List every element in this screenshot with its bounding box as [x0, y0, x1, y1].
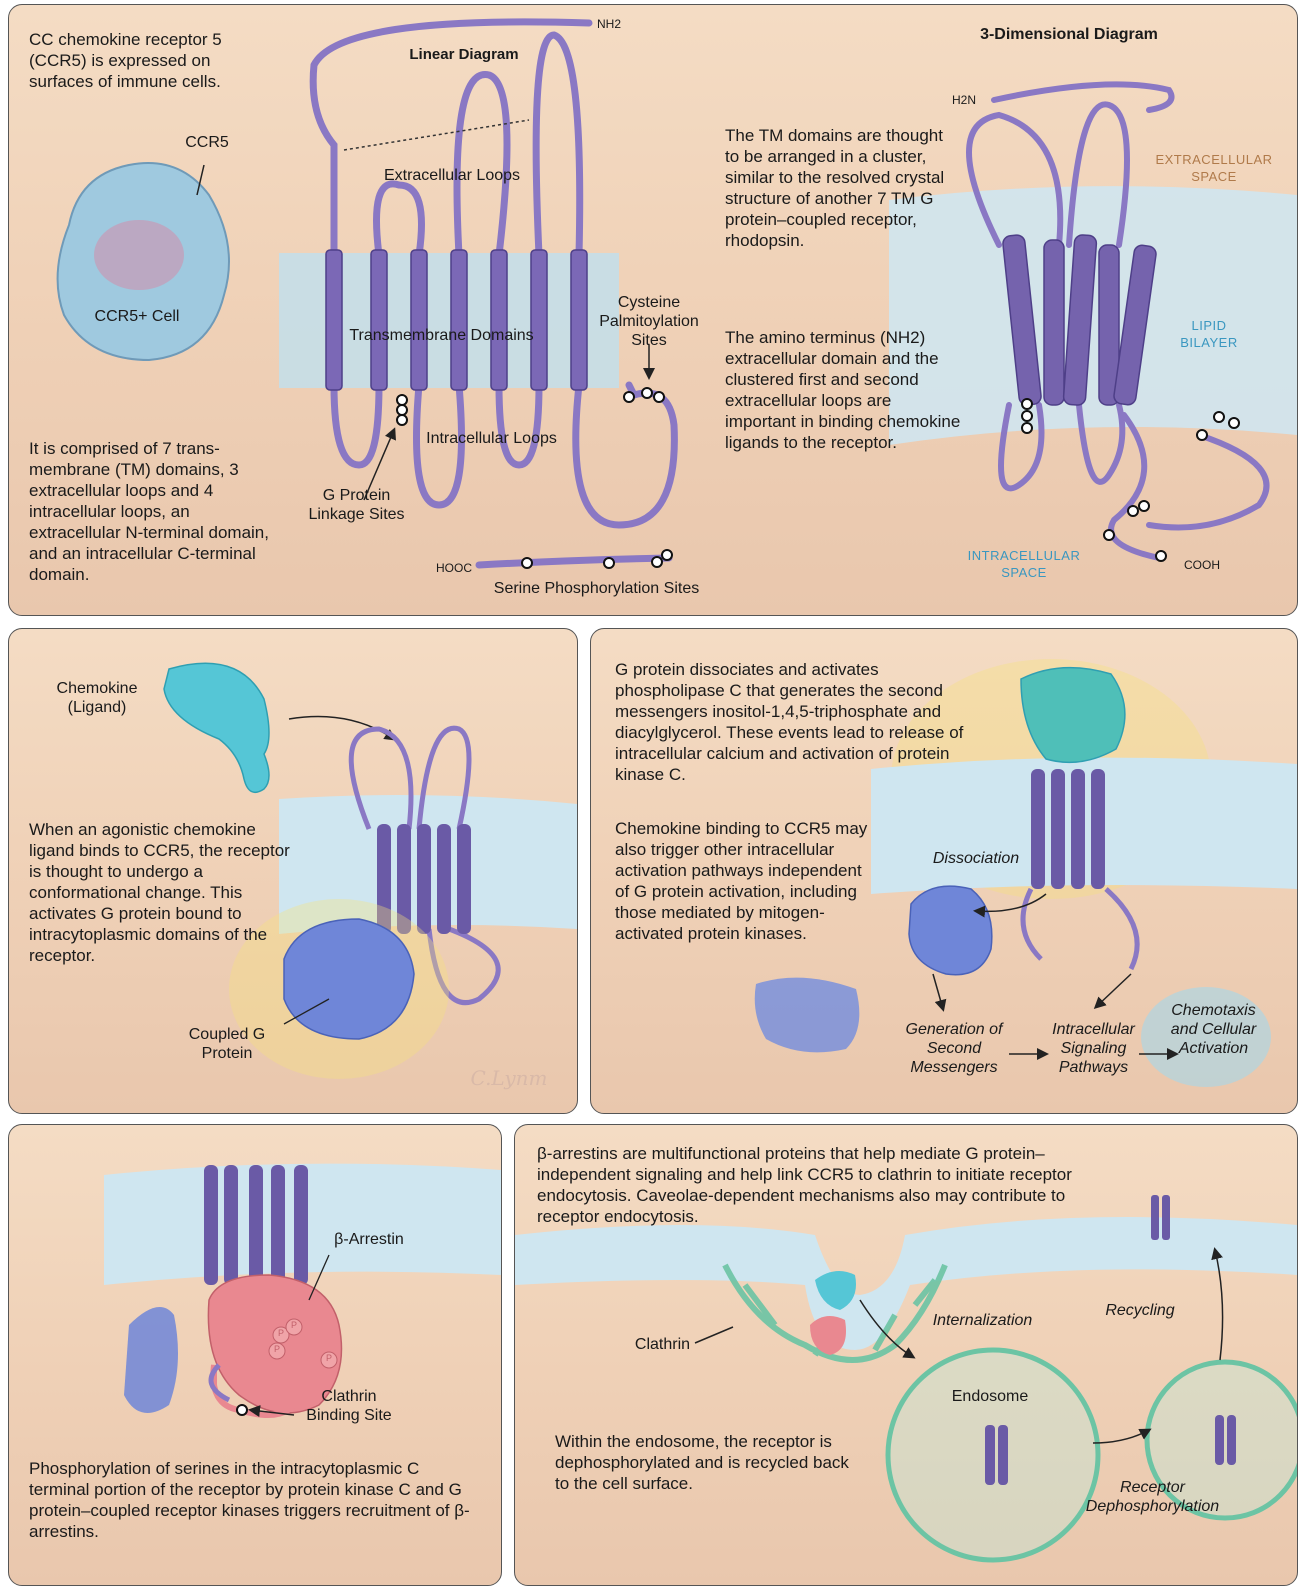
- amino-terminus-text: The amino terminus (NH2) extracellular d…: [725, 327, 965, 453]
- recycling-label: Recycling: [1095, 1301, 1185, 1320]
- transmembrane-domains-label: Transmembrane Domains: [329, 326, 554, 345]
- hooc-label: HOOC: [429, 559, 479, 578]
- alternative-pathways-text: Chemokine binding to CCR5 may also trigg…: [615, 818, 873, 944]
- linear-diagram-title: Linear Diagram: [394, 45, 534, 64]
- panel3-receptor-loops: [1023, 889, 1137, 969]
- endosome-label: Endosome: [935, 1387, 1045, 1406]
- phosphate-label-3: P: [271, 1343, 283, 1355]
- intro-text: CC chemokine receptor 5 (CCR5) is expres…: [29, 29, 264, 92]
- composition-text: It is comprised of 7 trans-membrane (TM)…: [29, 438, 284, 585]
- free-subunit: [755, 978, 860, 1053]
- chemokine-label: Chemokine (Ligand): [37, 679, 157, 717]
- phosphate-label-1: P: [275, 1327, 287, 1339]
- adjacent-gprotein: [124, 1307, 178, 1413]
- dephosphorylation-text: Within the endosome, the receptor is dep…: [555, 1431, 865, 1494]
- extracellular-space-label: EXTRACELLULAR SPACE: [1139, 151, 1289, 185]
- chemokine-ligand: [164, 663, 269, 792]
- arrestin-function-text: β-arrestins are multifunctional proteins…: [537, 1143, 1117, 1227]
- tm-cluster-text: The TM domains are thought to be arrange…: [725, 125, 950, 251]
- dissociation-label: Dissociation: [916, 849, 1036, 868]
- cooh-label: COOH: [1177, 556, 1227, 575]
- phosphate-label-2: P: [288, 1319, 300, 1331]
- signaling-pathways-label: Intracellular Signaling Pathways: [1041, 1020, 1146, 1077]
- panel-structure: CC chemokine receptor 5 (CCR5) is expres…: [8, 4, 1298, 616]
- panel-endocytosis: β-arrestins are multifunctional proteins…: [514, 1124, 1298, 1586]
- clathrin-binding-marker: [237, 1405, 247, 1415]
- linear-site-markers: [397, 388, 672, 568]
- receptor-dephosphorylation-label: Receptor Dephosphorylation: [1070, 1478, 1235, 1516]
- beta-arrestin-label: β-Arrestin: [319, 1230, 419, 1249]
- dissociated-gprotein: [909, 886, 992, 975]
- clathrin-site-label: Clathrin Binding Site: [294, 1387, 404, 1425]
- cell-label: CCR5+ Cell: [77, 307, 197, 326]
- second-messengers-label: Generation of Second Messengers: [889, 1020, 1019, 1077]
- intracellular-loops-label: Intracellular Loops: [409, 429, 574, 448]
- serine-sites-label: Serine Phosphorylation Sites: [474, 579, 719, 598]
- artist-signature: C.Lynm: [459, 1069, 559, 1088]
- internalization-label: Internalization: [920, 1311, 1045, 1330]
- extracellular-loops-label: Extracellular Loops: [367, 166, 537, 185]
- cell-nucleus: [94, 220, 184, 290]
- intracellular-space-label: INTRACELLULAR SPACE: [944, 547, 1104, 581]
- cysteine-sites-label: Cysteine Palmitoylation Sites: [589, 293, 709, 350]
- lipid-bilayer-label: LIPID BILAYER: [1169, 317, 1249, 351]
- 3d-tm-domains: [1002, 234, 1157, 405]
- ccr5-label: CCR5: [177, 133, 237, 152]
- panel-arrestin: P P P P β-Arrestin Clathrin Binding Site…: [8, 1124, 502, 1586]
- phosphate-label-4: P: [323, 1352, 335, 1364]
- activation-text: When an agonistic chemokine ligand binds…: [29, 819, 304, 966]
- coupled-gprotein-label: Coupled G Protein: [177, 1025, 277, 1063]
- disulfide-dotted-line: [344, 120, 529, 150]
- panel-signaling: G protein dissociates and activates phos…: [590, 628, 1298, 1114]
- panel-activation: Chemokine (Ligand) When an agonistic che…: [8, 628, 578, 1114]
- phosphorylation-text: Phosphorylation of serines in the intrac…: [29, 1458, 481, 1542]
- gprotein-sites-label: G Protein Linkage Sites: [294, 486, 419, 524]
- h2n-label: H2N: [944, 91, 984, 110]
- plc-text: G protein dissociates and activates phos…: [615, 659, 990, 785]
- chemotaxis-label: Chemotaxis and Cellular Activation: [1166, 1001, 1261, 1058]
- clathrin-label: Clathrin: [625, 1335, 700, 1354]
- nh2-label: NH2: [589, 15, 629, 34]
- 3d-diagram-title: 3-Dimensional Diagram: [959, 25, 1179, 44]
